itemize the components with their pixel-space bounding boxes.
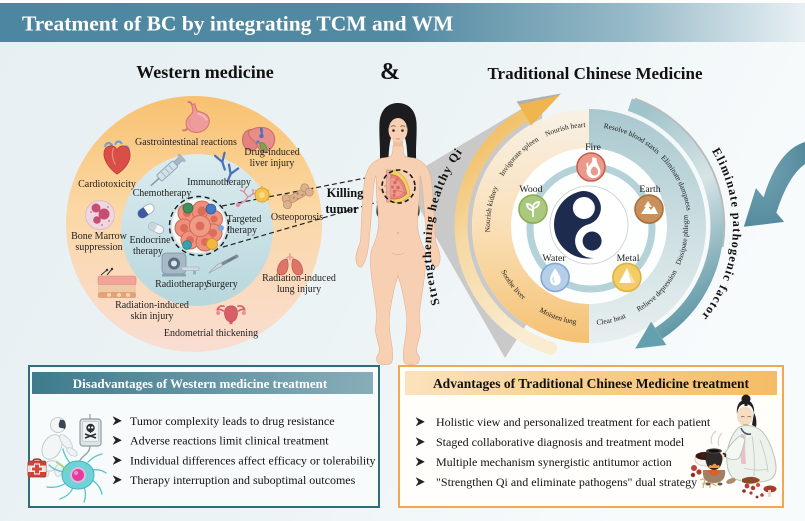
svg-text:Treatment of BC by integrating: Treatment of BC by integrating TCM and W… xyxy=(22,12,453,36)
svg-text:Wood: Wood xyxy=(519,184,542,195)
svg-text:Staged collaborative diagnosis: Staged collaborative diagnosis and treat… xyxy=(436,435,685,449)
svg-text:Drug-induced: Drug-induced xyxy=(244,147,300,158)
svg-text:Endometrial thickening: Endometrial thickening xyxy=(164,328,258,339)
svg-text:Adverse reactions limit clinic: Adverse reactions limit clinical treatme… xyxy=(130,434,329,448)
svg-text:Immunotherapy: Immunotherapy xyxy=(187,177,251,188)
svg-text:Multiple mechanism synergistic: Multiple mechanism synergistic antitumor… xyxy=(436,455,672,469)
svg-text:Chemotherapy: Chemotherapy xyxy=(133,188,192,199)
svg-text:Tumor complexity leads to drug: Tumor complexity leads to drug resistanc… xyxy=(130,414,335,428)
svg-text:Holistic view and personalized: Holistic view and personalized treatment… xyxy=(436,415,711,429)
svg-text:Killing: Killing xyxy=(327,186,365,200)
svg-text:Metal: Metal xyxy=(617,253,640,264)
svg-text:Cardiotoxicity: Cardiotoxicity xyxy=(78,179,136,190)
svg-text:Earth: Earth xyxy=(639,184,660,195)
svg-text:Western medicine: Western medicine xyxy=(136,62,273,82)
svg-text:Gastrointestinal reactions: Gastrointestinal reactions xyxy=(135,137,237,148)
svg-text:Radiotherapy: Radiotherapy xyxy=(155,279,209,290)
svg-text:suppression: suppression xyxy=(75,242,122,253)
svg-text:Individual differences affect: Individual differences affect efficacy o… xyxy=(130,454,376,468)
svg-text:lung injury: lung injury xyxy=(277,284,321,295)
svg-text:Osteoporosis: Osteoporosis xyxy=(271,212,323,223)
svg-text:Targeted: Targeted xyxy=(227,214,262,225)
svg-text:skin injury: skin injury xyxy=(130,311,173,322)
svg-text:"Strengthen Qi and eliminate p: "Strengthen Qi and eliminate pathogens" … xyxy=(436,475,697,489)
svg-text:Radiation-induced: Radiation-induced xyxy=(115,300,189,311)
svg-text:&: & xyxy=(380,59,400,85)
svg-text:Bone Marrow: Bone Marrow xyxy=(71,231,128,242)
svg-text:therapy: therapy xyxy=(227,225,257,236)
svg-text:Fire: Fire xyxy=(585,142,601,153)
svg-text:Advantages of Traditional Chin: Advantages of Traditional Chinese Medici… xyxy=(433,376,750,391)
svg-text:Therapy interruption and subop: Therapy interruption and suboptimal outc… xyxy=(130,473,356,487)
svg-text:Surgery: Surgery xyxy=(206,279,237,290)
svg-text:liver injury: liver injury xyxy=(250,158,295,169)
svg-text:tumor: tumor xyxy=(325,202,359,216)
svg-text:Endocrine: Endocrine xyxy=(129,235,171,246)
svg-text:therapy: therapy xyxy=(133,246,163,257)
svg-text:Disadvantages of Western medic: Disadvantages of Western medicine treatm… xyxy=(73,376,328,391)
svg-text:Radiation-induced: Radiation-induced xyxy=(262,273,336,284)
svg-text:Water: Water xyxy=(542,253,566,264)
svg-text:Traditional Chinese Medicine: Traditional Chinese Medicine xyxy=(487,64,702,83)
